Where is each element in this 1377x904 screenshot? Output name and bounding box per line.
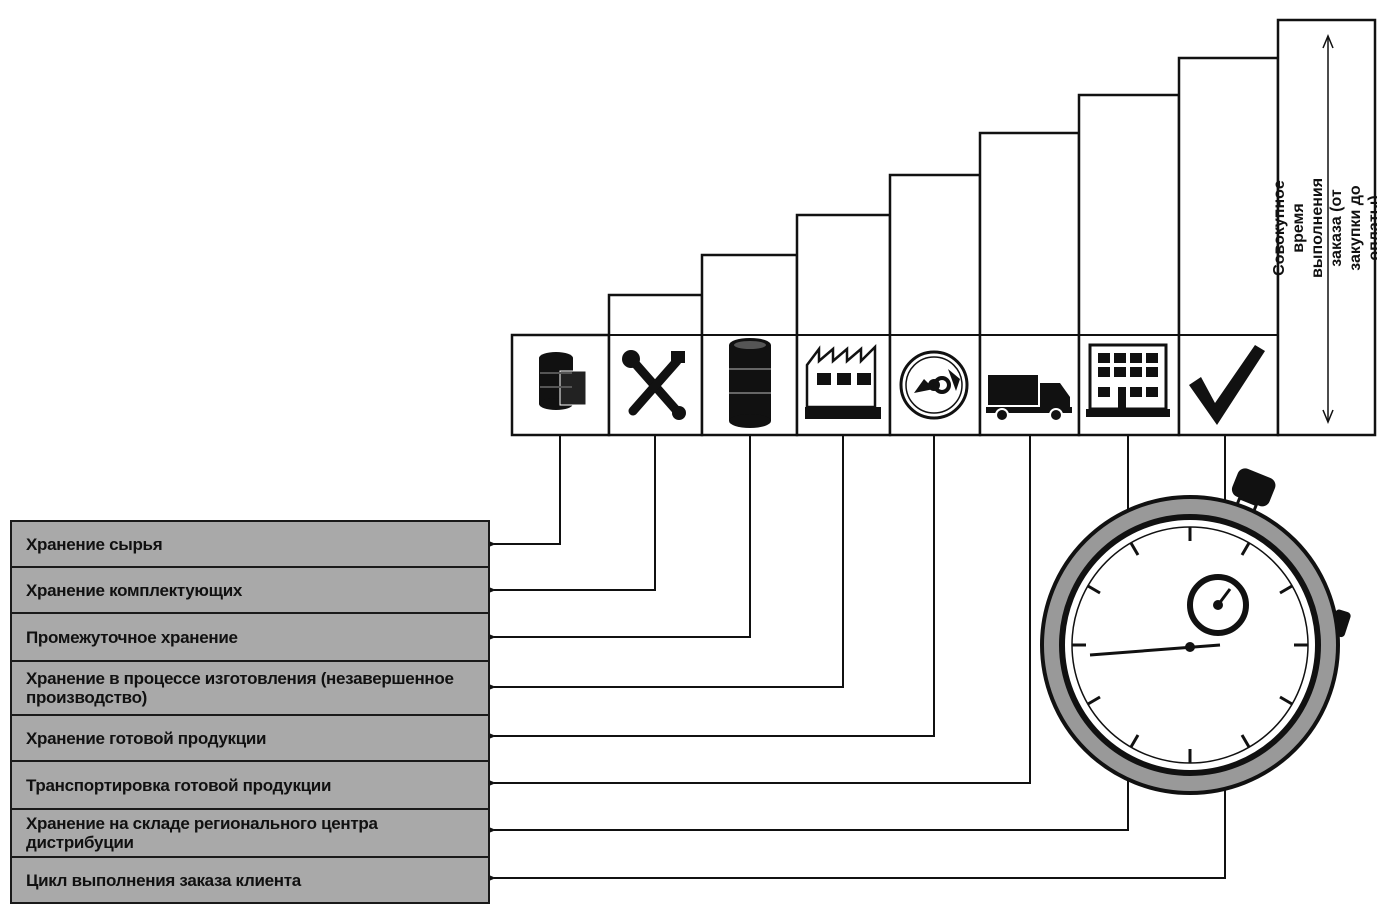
stage-label-3: Промежуточное хранение bbox=[10, 612, 490, 662]
disc-product-icon bbox=[901, 352, 967, 418]
stage-label-5: Хранение готовой продукции bbox=[10, 714, 490, 762]
stopwatch-icon bbox=[1042, 466, 1352, 793]
stage-label-2: Хранение комплектующих bbox=[10, 566, 490, 614]
step-8 bbox=[1179, 58, 1278, 435]
stage-label-1: Хранение сырья bbox=[10, 520, 490, 568]
stage-label-8: Цикл выполнения заказа клиента bbox=[10, 856, 490, 904]
step-7 bbox=[1079, 95, 1179, 435]
stage-label-7: Хранение на складе регионального центра … bbox=[10, 808, 490, 858]
step-2 bbox=[609, 295, 702, 435]
barrel-icon bbox=[729, 338, 771, 428]
stage-label-6: Транспортировка готовой продукции bbox=[10, 760, 490, 810]
total-time-label: Совокупное время выполнения заказа (от з… bbox=[1281, 20, 1373, 435]
stage-label-4: Хранение в процессе изготовления (незаве… bbox=[10, 660, 490, 716]
